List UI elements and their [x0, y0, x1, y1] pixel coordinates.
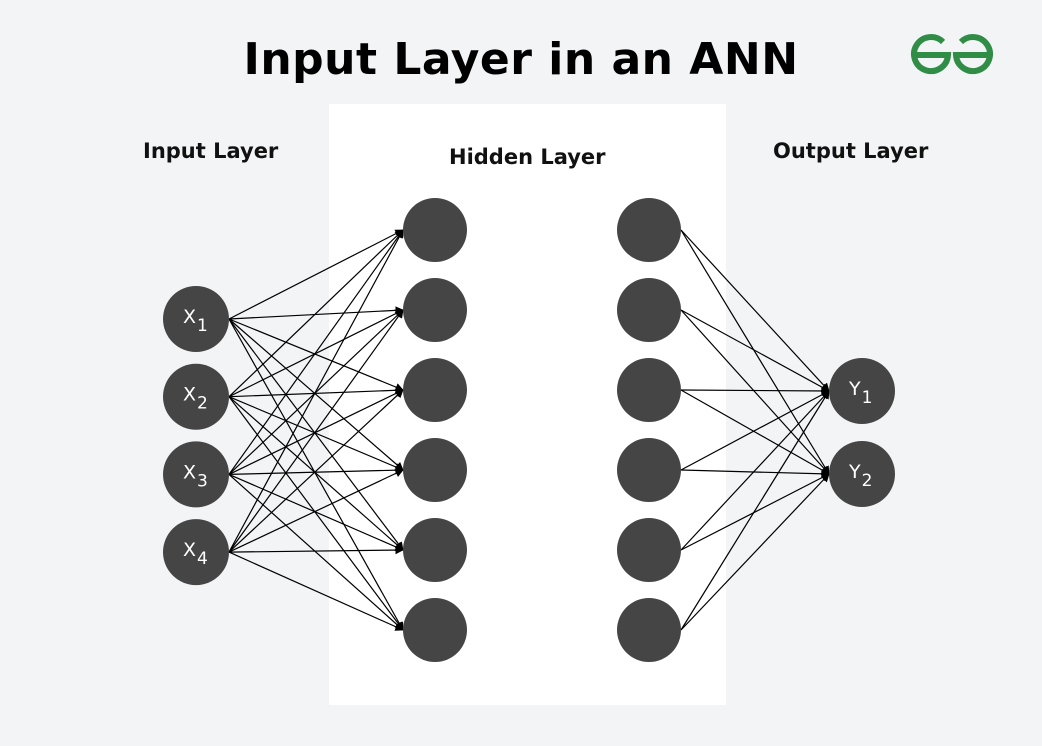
hidden-node-b-2: [617, 278, 681, 342]
edge-input-3-to-hidden-4: [228, 465, 404, 475]
edge-hidden-4-to-output-1: [680, 390, 830, 471]
edge-input-2-to-hidden-5: [228, 396, 404, 551]
hidden-node-a-4: [403, 438, 467, 502]
edge-input-3-to-hidden-6: [228, 473, 404, 631]
edge-input-1-to-hidden-1: [228, 229, 404, 320]
hidden-node-b-3: [617, 358, 681, 422]
edge-hidden-1-to-output-1: [680, 229, 830, 392]
edge-hidden-2-to-output-2: [680, 309, 830, 475]
edge-hidden-5-to-output-1: [680, 390, 830, 551]
edge-input-2-to-hidden-2: [228, 309, 404, 398]
edge-input-1-to-hidden-3: [228, 318, 404, 392]
hidden-node-b-5: [617, 518, 681, 582]
edge-input-1-to-hidden-4: [228, 318, 404, 471]
edge-hidden-1-to-output-2: [680, 229, 830, 475]
edge-hidden-5-to-output-2: [680, 473, 830, 551]
edge-input-2-to-hidden-1: [228, 229, 404, 398]
geeksforgeeks-logo-icon: [911, 34, 993, 74]
edge-input-3-to-hidden-1: [228, 229, 404, 475]
diagram-title: Input Layer in an ANN: [243, 34, 799, 85]
hidden-node-a-3: [403, 358, 467, 422]
edge-input-2-to-hidden-4: [228, 396, 404, 471]
edge-input-1-to-hidden-2: [228, 306, 404, 320]
edge-input-2-to-hidden-3: [228, 386, 404, 398]
input-node-3: [163, 441, 229, 508]
edge-input-1-to-hidden-5: [228, 318, 404, 551]
hidden-node-a-6: [403, 598, 467, 662]
hidden-node-a-1: [403, 198, 467, 262]
edge-input-2-to-hidden-6: [228, 396, 404, 631]
edge-input-4-to-hidden-6: [228, 551, 404, 631]
edge-hidden-4-to-output-2: [680, 469, 830, 478]
output-node-1: [829, 358, 895, 424]
edge-input-4-to-hidden-4: [228, 469, 404, 553]
hidden-node-b-4: [617, 438, 681, 502]
edge-input-3-to-hidden-3: [228, 389, 404, 475]
edge-hidden-6-to-output-2: [680, 473, 830, 631]
edge-input-4-to-hidden-1: [228, 229, 404, 553]
hidden-layer-label: Hidden Layer: [449, 145, 606, 169]
hidden-node-a-2: [403, 278, 467, 342]
edge-input-4-to-hidden-3: [228, 389, 404, 553]
input-layer-label: Input Layer: [143, 139, 279, 163]
output-layer-label: Output Layer: [773, 139, 929, 163]
hidden-node-a-5: [403, 518, 467, 582]
edge-hidden-3-to-output-2: [680, 389, 830, 475]
edge-input-1-to-hidden-6: [228, 318, 404, 631]
input-node-4: [163, 519, 229, 586]
edge-input-3-to-hidden-5: [228, 473, 404, 551]
edge-hidden-3-to-output-1: [680, 386, 830, 396]
edge-hidden-2-to-output-1: [680, 309, 830, 392]
input-node-1: [163, 286, 229, 352]
edge-hidden-6-to-output-1: [680, 390, 830, 631]
hidden-node-b-1: [617, 198, 681, 262]
edge-input-4-to-hidden-5: [228, 545, 404, 555]
hidden-node-b-6: [617, 598, 681, 662]
output-node-2: [829, 441, 895, 507]
input-node-2: [163, 363, 229, 430]
edge-input-4-to-hidden-2: [228, 309, 404, 553]
